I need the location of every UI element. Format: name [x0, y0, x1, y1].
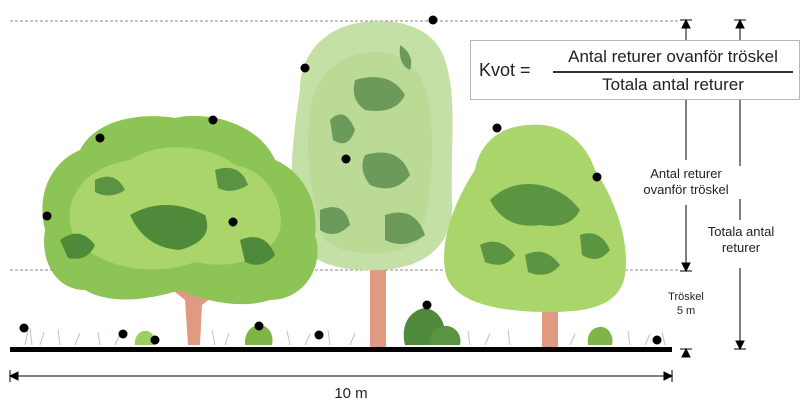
returns-above-line2: ovanför tröskel: [643, 182, 728, 197]
return-point: [209, 116, 218, 125]
return-point: [653, 336, 662, 345]
return-point: [315, 331, 324, 340]
width-label: 10 m: [311, 385, 391, 404]
return-point: [493, 124, 502, 133]
formula-numerator: Antal returer ovanför tröskel: [553, 47, 793, 67]
ratio-formula: Kvot = Antal returer ovanför tröskel Tot…: [470, 40, 800, 100]
return-point: [151, 336, 160, 345]
return-point: [43, 212, 52, 221]
threshold-line1: Tröskel: [668, 291, 704, 303]
return-point: [429, 16, 438, 25]
ground-line: [10, 347, 672, 352]
returns-above-line1: Antal returer: [650, 166, 722, 181]
right-tree: [444, 125, 626, 348]
formula-lhs: Kvot =: [479, 60, 531, 81]
return-point: [119, 330, 128, 339]
return-point: [301, 64, 310, 73]
return-point: [229, 218, 238, 227]
formula-denominator: Totala antal returer: [553, 75, 793, 95]
return-point: [255, 322, 264, 331]
threshold-line2: 5 m: [677, 305, 695, 317]
fraction-bar: [553, 71, 793, 73]
return-point: [20, 324, 29, 333]
return-point: [423, 301, 432, 310]
broad-tree: [42, 116, 317, 345]
returns-above-threshold-label: Antal returer ovanför tröskel: [622, 166, 750, 199]
width-value: 10 m: [334, 385, 367, 402]
threshold-label: Tröskel 5 m: [650, 291, 722, 319]
return-point: [593, 173, 602, 182]
total-line1: Totala antal: [708, 224, 775, 239]
total-returns-label: Totala antal returer: [693, 224, 789, 257]
return-point: [96, 134, 105, 143]
return-point: [342, 155, 351, 164]
total-line2: returer: [722, 240, 760, 255]
tall-tree: [291, 21, 452, 350]
